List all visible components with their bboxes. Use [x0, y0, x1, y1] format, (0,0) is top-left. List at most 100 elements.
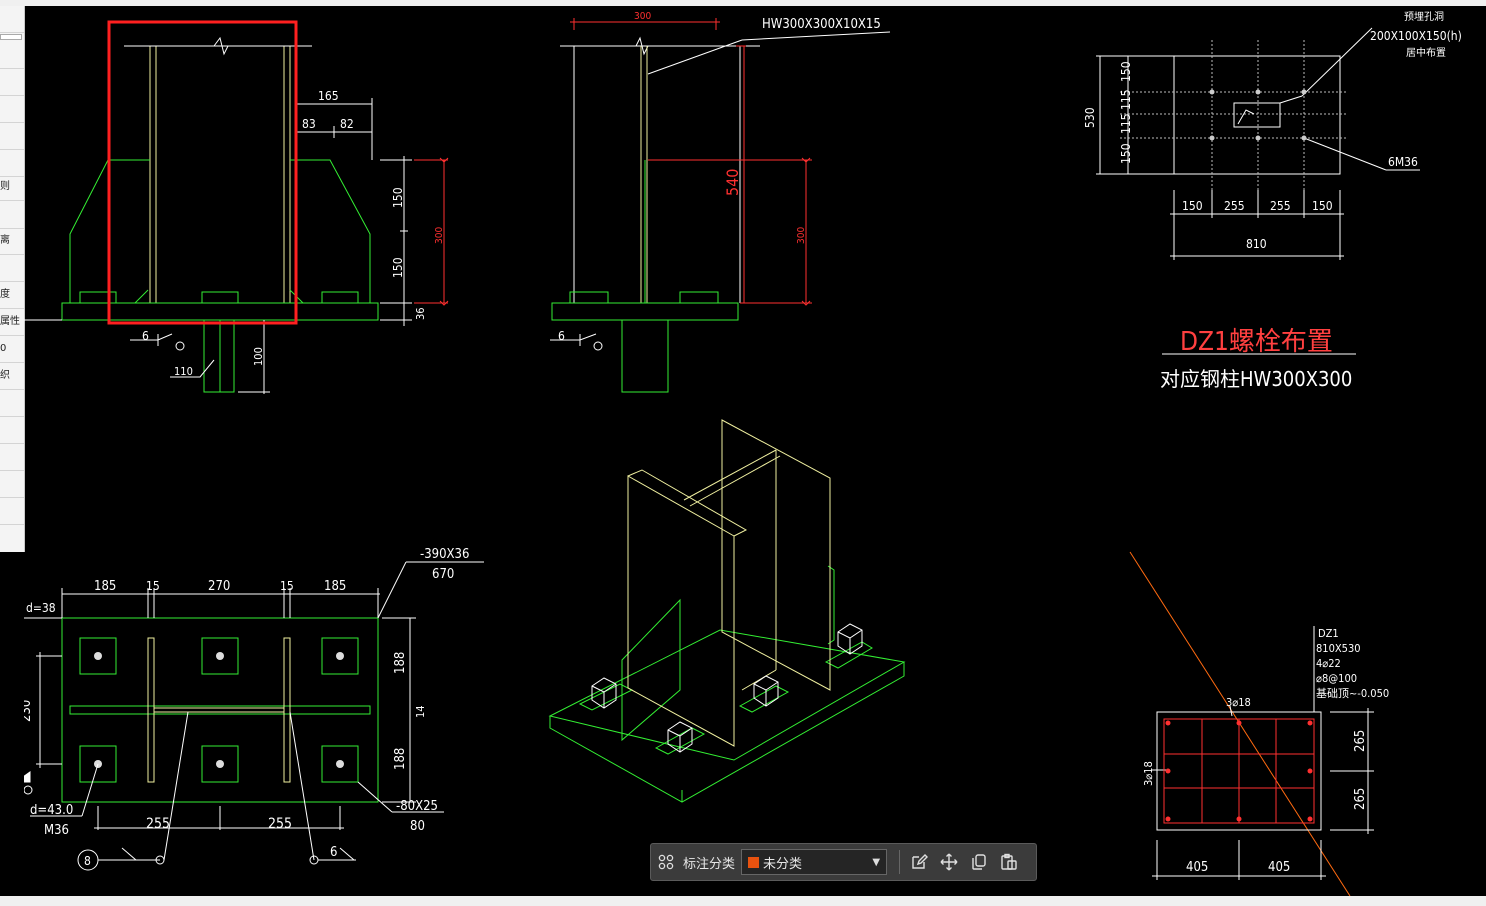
dim-v-115b: 115 — [1119, 113, 1133, 134]
toolbar-divider — [899, 850, 901, 874]
dim-405b: 405 — [1268, 860, 1290, 875]
panel-row[interactable] — [0, 390, 24, 417]
dim-top-15b: 15 — [280, 579, 294, 593]
base-plate-plan — [24, 561, 484, 871]
dim-top-185a: 185 — [94, 579, 116, 594]
layout-title: DZ1螺栓布置 — [1180, 327, 1333, 357]
dim-670: 670 — [432, 567, 454, 582]
column-stirrup: ⌀8@100 — [1316, 672, 1357, 685]
bolt-layout-plan — [1096, 27, 1420, 355]
dim-h-150b: 150 — [1312, 199, 1333, 213]
annotation-toolbar: 标注分类 未分类 ▼ — [650, 843, 1037, 881]
move-icon[interactable] — [934, 847, 964, 877]
dim-82: 82 — [340, 117, 354, 131]
panel-row[interactable] — [0, 96, 24, 123]
dim-v-150b: 150 — [1119, 143, 1133, 164]
dim-300-red: 300 — [434, 227, 445, 244]
dim-83: 83 — [302, 117, 316, 131]
paste-icon[interactable] — [994, 847, 1024, 877]
category-color-swatch — [748, 856, 760, 868]
front-elevation — [24, 20, 449, 394]
panel-row[interactable] — [0, 69, 24, 96]
dim-v-150a: 150 — [1119, 61, 1133, 82]
note-center: 居中布置 — [1406, 46, 1446, 59]
annotation-category-select[interactable]: 未分类 ▼ — [741, 849, 888, 875]
panel-row[interactable] — [0, 42, 24, 69]
dim-540: 540 — [723, 169, 742, 196]
cad-drawing-canvas[interactable]: 165 83 82 150 150 300 36 100 110 6 300 H… — [24, 6, 1486, 896]
isometric-view — [548, 419, 906, 803]
note-embed-hole: 预埋孔洞 — [1404, 11, 1444, 23]
section-label: HW300X300X10X15 — [762, 17, 881, 32]
dim-188a: 188 — [393, 652, 408, 674]
annotation-category-label: 标注分类 — [683, 856, 736, 872]
dim-265a: 265 — [1353, 730, 1368, 752]
weld-size-plan: 6 — [330, 845, 337, 860]
panel-row[interactable]: 离 — [0, 228, 24, 255]
side-elevation — [550, 18, 891, 393]
dim-300-side: 300 — [796, 227, 807, 244]
weld-size-side: 6 — [558, 329, 565, 343]
panel-row[interactable] — [0, 6, 24, 33]
window-top-bar — [0, 0, 1486, 6]
top-bars: 3⌀18 — [1226, 696, 1251, 709]
status-bar — [0, 896, 1486, 906]
bolt-m36: M36 — [44, 823, 69, 838]
dim-150b: 150 — [391, 257, 405, 278]
dim-810: 810 — [1246, 237, 1267, 251]
copy-icon[interactable] — [964, 847, 994, 877]
panel-row[interactable] — [0, 498, 24, 525]
dim-80: 80 — [410, 819, 425, 834]
dim-top-270: 270 — [208, 579, 230, 594]
layout-subtitle: 对应钢柱HW300X300 — [1160, 367, 1352, 391]
dim-top-15a: 15 — [146, 579, 160, 593]
dim-530: 530 — [1083, 107, 1097, 128]
panel-checkbox[interactable] — [0, 34, 22, 40]
dim-bottom-255b: 255 — [268, 816, 292, 832]
panel-row[interactable]: 则 — [0, 174, 24, 201]
note-hole-size: 200X100X150(h) — [1370, 29, 1462, 43]
chevron-down-icon: ▼ — [872, 856, 881, 868]
grid-icon[interactable] — [651, 847, 681, 877]
panel-row[interactable] — [0, 471, 24, 498]
dim-h-255a: 255 — [1224, 199, 1245, 213]
panel-row[interactable] — [0, 123, 24, 150]
panel-row[interactable] — [0, 255, 24, 282]
anchor-d: d=38 — [26, 601, 56, 615]
dim-h-150a: 150 — [1182, 199, 1203, 213]
panel-row[interactable]: 织 — [0, 363, 24, 390]
panel-row[interactable] — [0, 150, 24, 177]
dim-v-115a: 115 — [1119, 89, 1133, 110]
panel-row[interactable]: 度 — [0, 282, 24, 309]
panel-row[interactable]: 0 — [0, 336, 24, 363]
column-section — [1129, 551, 1374, 896]
panel-row[interactable] — [0, 202, 24, 229]
panel-row[interactable] — [0, 444, 24, 471]
panel-row[interactable]: 属性 — [0, 309, 24, 336]
plate-spec: -390X36 — [420, 547, 469, 562]
dim-265b: 265 — [1353, 788, 1368, 810]
column-size: 810X530 — [1316, 642, 1361, 655]
column-rebar: 4⌀22 — [1316, 657, 1341, 670]
dim-top-185b: 185 — [324, 579, 346, 594]
properties-panel[interactable]: 则 离 度 属性 0 织 — [0, 6, 25, 552]
bolt-spec: 6M36 — [1388, 155, 1418, 169]
dim-188b: 188 — [393, 748, 408, 770]
dim-165: 165 — [318, 89, 339, 103]
dim-300-top: 300 — [634, 11, 651, 22]
dim-100: 100 — [252, 347, 265, 366]
hole-dia: d=43.0 — [30, 803, 73, 818]
dim-h-255b: 255 — [1270, 199, 1291, 213]
dim-405a: 405 — [1186, 860, 1208, 875]
edit-icon[interactable] — [904, 847, 934, 877]
column-top-elev: 基础顶~-0.050 — [1316, 687, 1389, 700]
side-bars: 3⌀18 — [1142, 761, 1155, 786]
weld-size: 6 — [142, 329, 149, 343]
dim-36: 36 — [414, 307, 427, 320]
rib-spec: -80X25 — [396, 799, 438, 814]
category-select-value: 未分类 — [763, 856, 803, 872]
panel-row[interactable] — [0, 417, 24, 444]
dim-230: 230 — [24, 700, 34, 722]
dim-bottom-255a: 255 — [146, 816, 170, 832]
dim-150a: 150 — [391, 187, 405, 208]
